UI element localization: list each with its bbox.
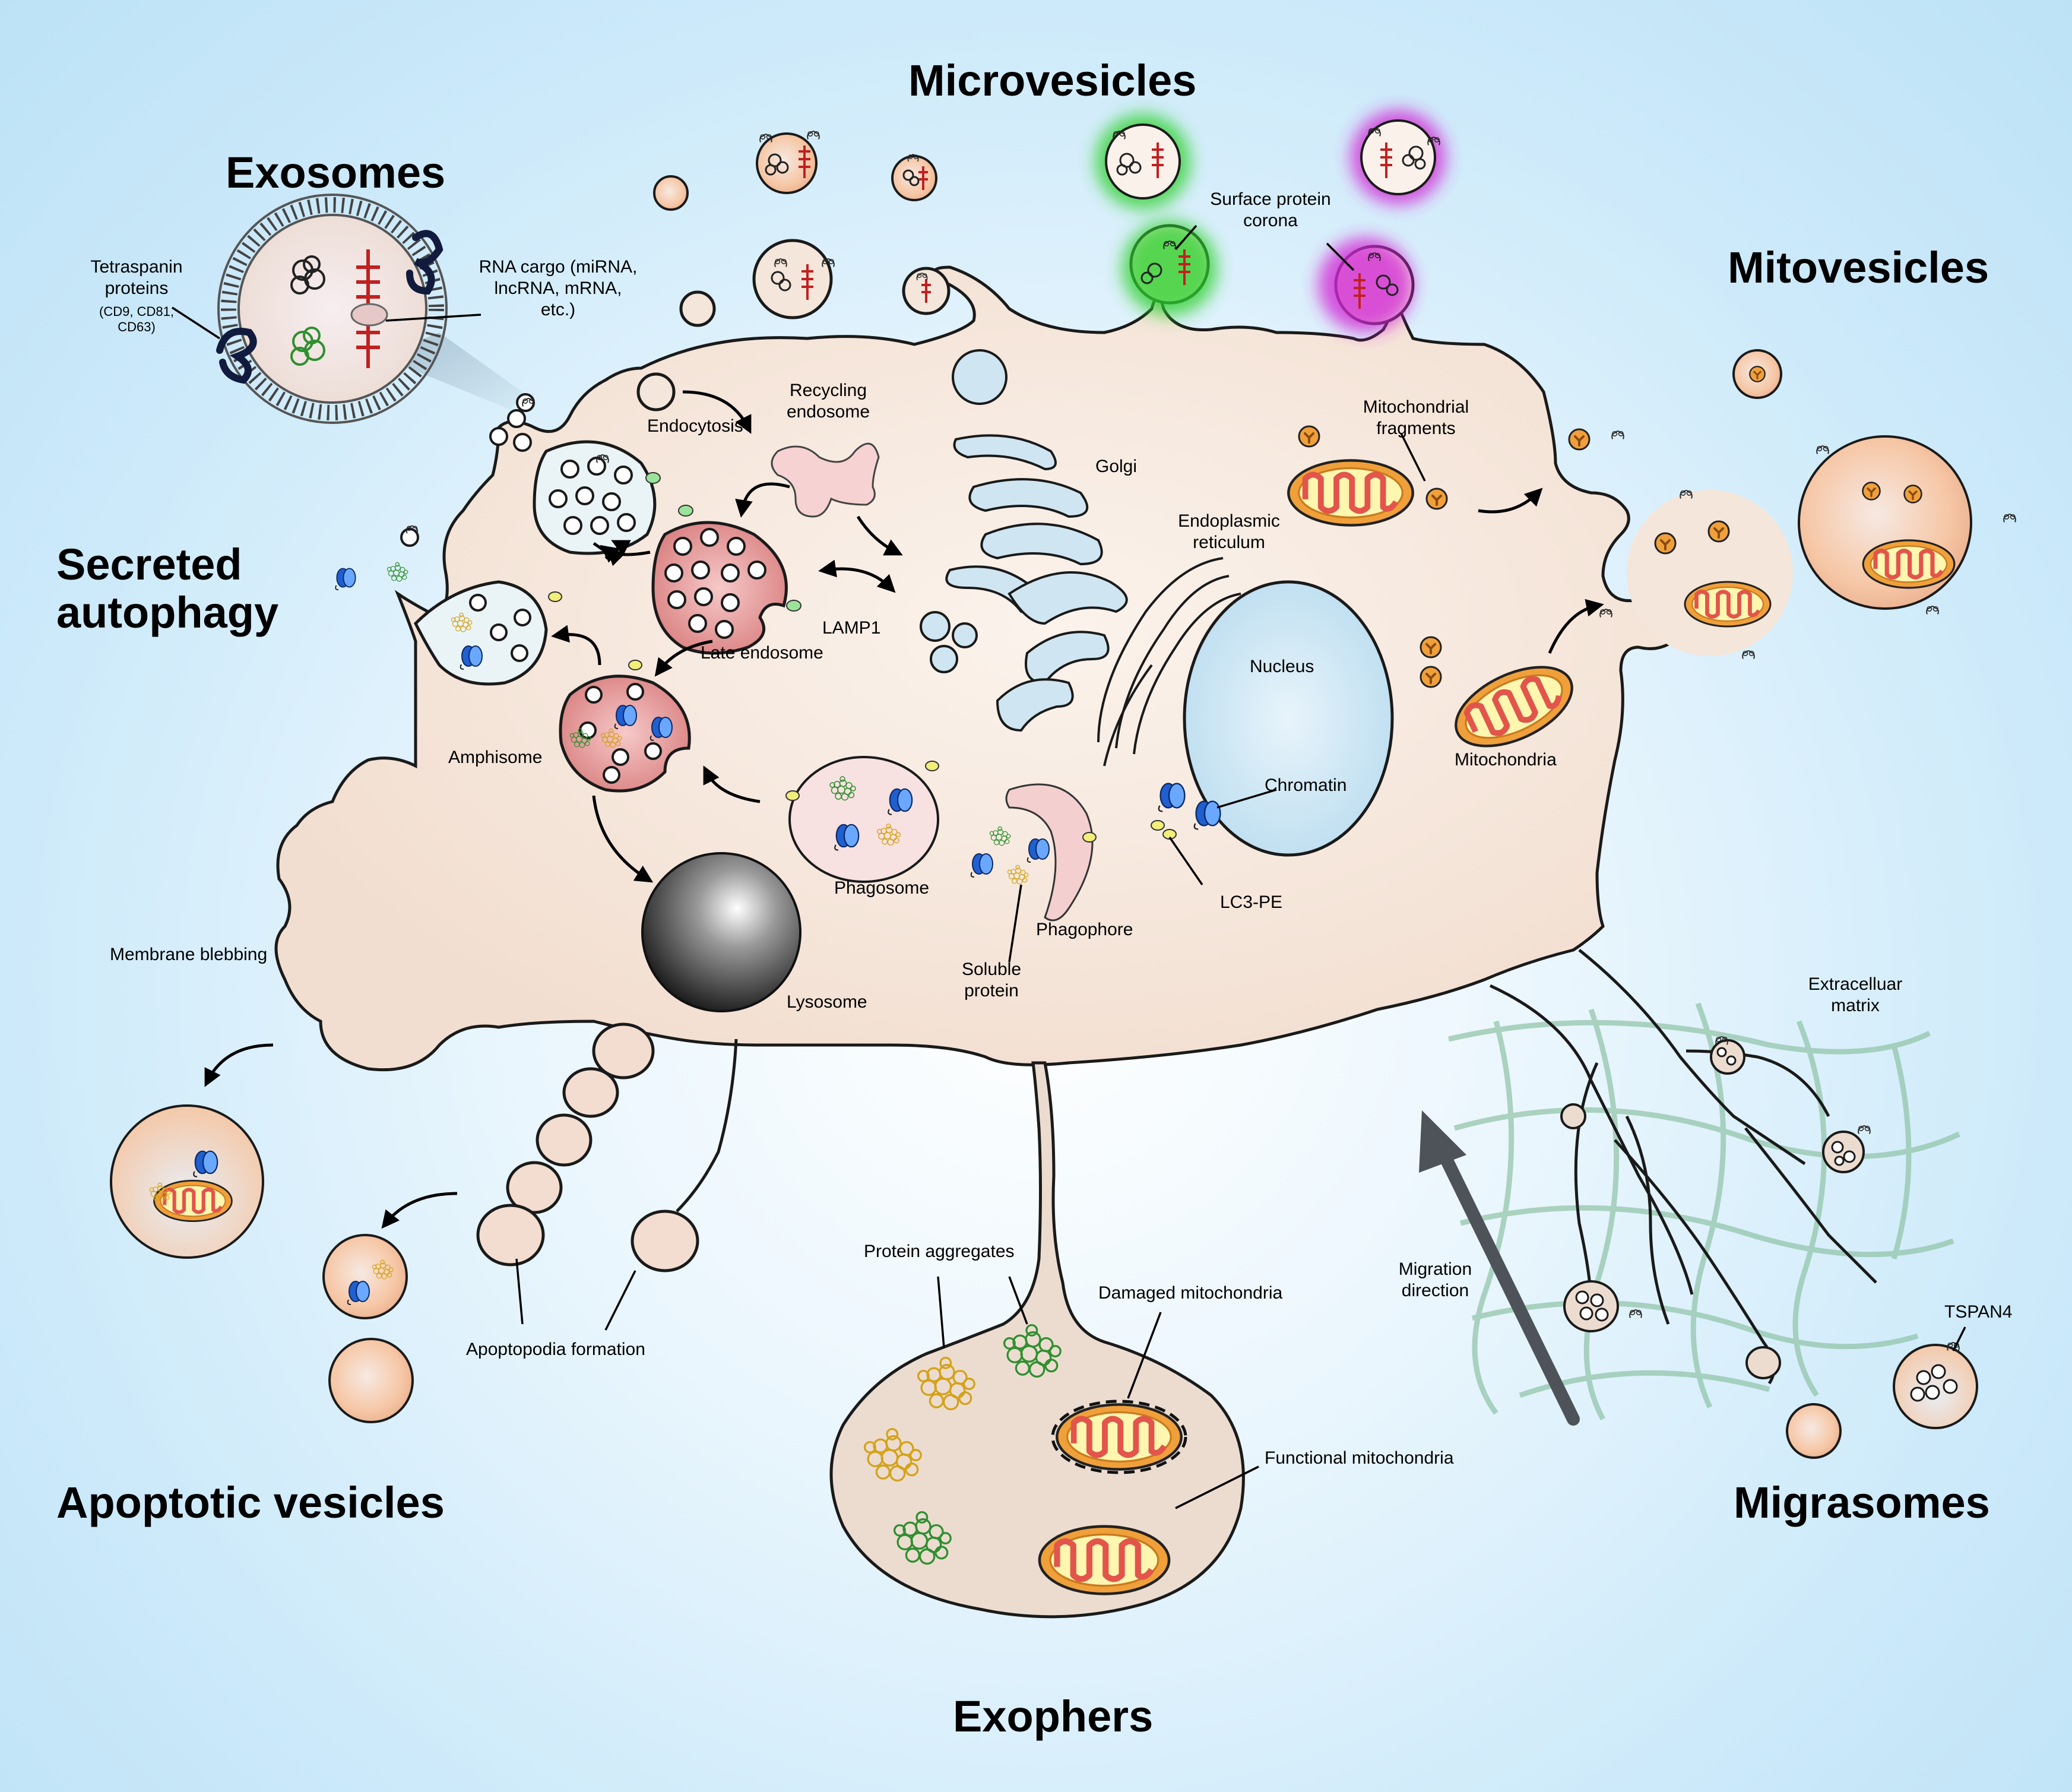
autophagy-vesicle — [335, 528, 548, 686]
migrasome-nodes — [1560, 1039, 1865, 1379]
leader-lines — [172, 224, 1966, 1509]
label-lamp1: LAMP1 — [822, 618, 881, 638]
label-tspan4: TSPAN4 — [1944, 1302, 2013, 1322]
label-amphisome: Amphisome — [448, 748, 543, 767]
label-tetraspanin: Tetraspanin proteins — [90, 257, 183, 298]
label-mitochondria: Mitochondria — [1455, 750, 1557, 770]
label-tetraspanin-list: (CD9, CD81, CD63) — [99, 304, 174, 335]
free-migrasomes — [1786, 1344, 1978, 1459]
lysosome — [641, 852, 801, 1012]
mitochondrion-top — [1288, 460, 1412, 525]
label-membrane-blebbing: Membrane blebbing — [110, 945, 268, 964]
label-soluble-protein: Soluble protein — [961, 960, 1022, 1001]
microvesicle-rna-hairpins — [799, 143, 1392, 309]
exosome-zoom — [216, 194, 448, 424]
label-phagosome: Phagosome — [834, 878, 930, 898]
mito-fragment-icon-2 — [1425, 487, 1448, 510]
recycling-endosome — [771, 442, 880, 518]
nucleus — [1183, 580, 1394, 857]
label-surface-corona: Surface protein corona — [1210, 189, 1331, 230]
label-functional-mito: Functional mitochondria — [1265, 1448, 1454, 1468]
migration-arrow-icon — [1419, 1110, 1580, 1426]
mito-fragment-icon — [1298, 425, 1320, 448]
golgi — [920, 349, 1128, 732]
label-rna-cargo: RNA cargo (miRNA, lncRNA, mRNA, etc.) — [479, 257, 638, 319]
apoptopodia — [476, 1022, 738, 1272]
label-migration: Migration direction — [1398, 1259, 1472, 1300]
label-damaged-mito: Damaged mitochondria — [1098, 1283, 1283, 1303]
phagophore — [1005, 783, 1094, 922]
endoplasmic-reticulum — [1097, 557, 1241, 767]
extracellular-matrix — [1447, 1002, 1960, 1421]
label-golgi: Golgi — [1095, 457, 1138, 476]
label-recycling-endosome: Recycling endosome — [786, 381, 870, 422]
label-phagophore: Phagophore — [1036, 920, 1133, 939]
title-microvesicles: Microvesicles — [908, 56, 1197, 105]
label-lc3pe: LC3-PE — [1220, 892, 1283, 912]
phagosome — [788, 756, 939, 883]
microvesicle-coils — [765, 145, 1426, 296]
pathway-arrows — [204, 390, 1604, 1229]
label-ecm: Extracelluar matrix — [1808, 974, 1903, 1015]
title-exophers: Exophers — [953, 1692, 1154, 1741]
title-apoptotic-vesicles: Apoptotic vesicles — [56, 1478, 445, 1527]
exopher-bulb — [829, 1061, 1245, 1619]
amphisome — [559, 675, 691, 793]
label-mito-fragments: Mitochondrial fragments — [1363, 397, 1469, 438]
label-endocytosis: Endocytosis — [647, 416, 743, 436]
mitovesicle-bulge — [1568, 428, 1793, 656]
mitovesicles — [1732, 349, 1972, 610]
label-chromatin: Chromatin — [1265, 775, 1347, 795]
label-lysosome: Lysosome — [787, 992, 867, 1012]
label-nucleus: Nucleus — [1250, 657, 1314, 676]
exopher-contents — [863, 1324, 1187, 1594]
title-exosomes: Exosomes — [226, 148, 446, 197]
microvesicles — [653, 119, 1436, 211]
label-apoptopodia: Apoptopodia formation — [466, 1340, 645, 1359]
label-protein-aggregates: Protein aggregates — [864, 1242, 1015, 1261]
mito-fragment-icon-4 — [1420, 666, 1442, 688]
label-er: Endoplasmic reticulum — [1178, 511, 1280, 552]
late-endosome — [651, 521, 788, 655]
title-mitovesicles: Mitovesicles — [1728, 243, 1989, 292]
title-migrasomes: Migrasomes — [1734, 1478, 1990, 1527]
migrasome-nodes-inner — [1575, 1047, 1856, 1322]
label-late-endosome: Late endosome — [701, 643, 823, 663]
apoptotic-vesicles — [110, 1104, 414, 1423]
lamp1-markers — [645, 472, 801, 612]
mito-fragment-icon-3 — [1420, 636, 1442, 658]
title-secreted-autophagy: Secreted autophagy — [56, 540, 279, 638]
